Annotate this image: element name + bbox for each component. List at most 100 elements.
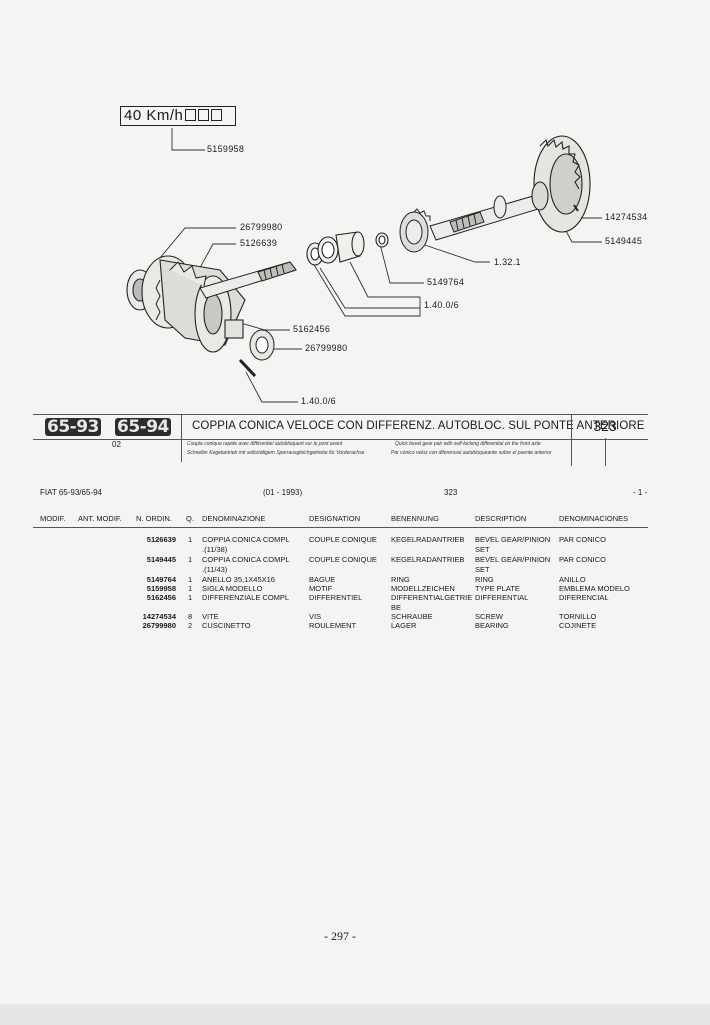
name-french: BAGUE [309, 575, 336, 584]
divider [571, 414, 572, 466]
box-icon [211, 109, 223, 121]
col-qty: Q. [186, 514, 194, 523]
differential-assembly [126, 255, 246, 353]
box-icon [185, 109, 197, 121]
leader-1-40-a2 [319, 267, 421, 309]
part-number: 5149445 [146, 555, 176, 564]
spacer-rings [306, 231, 389, 266]
callout-1-40-0-6: 1.40.0/6 [424, 300, 459, 310]
name-italian: COPPIA CONICA COMPL [202, 555, 290, 564]
speed-label-plate: 40 Km/h [120, 106, 236, 126]
leader-5126639 [195, 243, 236, 276]
bevel-pinion [399, 193, 549, 253]
part-number: 5126639 [146, 535, 176, 544]
callout-5149445: 5149445 [605, 236, 643, 246]
name-italian: VITE [202, 612, 219, 621]
part-number: 26799980 [142, 621, 176, 630]
name-spanish: DIFERENCIAL [559, 593, 609, 602]
col-denominaciones: DENOMINACIONES [559, 514, 629, 523]
col-denominazione: DENOMINAZIONE [202, 514, 266, 523]
group-number: 323 [593, 418, 617, 434]
name-english-cont: SET [475, 565, 490, 574]
quantity: 1 [188, 535, 193, 544]
name-spanish: TORNILLO [559, 612, 597, 621]
model-badge-65-93: 65-93 [45, 417, 101, 437]
name-italian-note: .(11/38) [202, 545, 228, 554]
callout-5149764: 5149764 [427, 277, 465, 287]
page-number: - 297 - [324, 929, 356, 943]
name-german-cont: BE [391, 603, 402, 612]
name-french: COUPLE CONIQUE [309, 555, 377, 564]
name-english: BEVEL GEAR/PINION [475, 555, 551, 564]
title-english: Quick bevel gear pair with self-locking … [395, 441, 541, 447]
name-spanish: EMBLEMA MODELO [559, 584, 630, 593]
leader-26799980-top [149, 227, 236, 271]
leader-1-40-a3 [309, 257, 421, 317]
group-header-band: 65-93 65-94 COPPIA CONICA VELOCE CON DIF… [33, 414, 648, 440]
name-german: DIFFERENTIALGETRIE [391, 593, 473, 602]
part-number: 5159958 [146, 584, 176, 593]
name-german: LAGER [391, 621, 417, 630]
name-italian: ANELLO 35,1X45X16 [202, 575, 275, 584]
quantity: 1 [188, 555, 193, 564]
name-german: MODELLZEICHEN [391, 584, 455, 593]
title-spanish: Par cónico veloz con diferencial autoblo… [391, 450, 552, 456]
name-italian: SIGLA MODELLO [202, 584, 263, 593]
name-spanish: PAR CONICO [559, 555, 606, 564]
name-french: ROULEMENT [309, 621, 357, 630]
name-italian: CUSCINETTO [202, 621, 251, 630]
col-benennung: BENENNUNG [391, 514, 439, 523]
title-german: Schneller Kegelantrieb mit selbstätigem … [187, 450, 365, 456]
leader-1-32-1 [409, 239, 490, 263]
divider [181, 414, 182, 462]
title-french: Couple conique rapide avec différentiel … [187, 441, 343, 447]
box-icon [198, 109, 210, 121]
date-ref: (01 - 1993) [263, 488, 303, 497]
callout-14274534: 14274534 [605, 212, 648, 222]
parts-table-header: MODIF. ANT. MODIF. N. ORDIN. Q. DENOMINA… [33, 510, 648, 528]
quantity: 1 [188, 593, 193, 602]
callout-5159958: 5159958 [207, 144, 245, 154]
callout-1-32-1: 1.32.1 [494, 257, 521, 267]
divider [605, 438, 606, 466]
col-description: DESCRIPTION [475, 514, 527, 523]
part-number: 5162456 [146, 593, 176, 602]
quantity: 8 [188, 612, 193, 621]
group-title: COPPIA CONICA VELOCE CON DIFFERENZ. AUTO… [192, 420, 645, 432]
callout-26799980: 26799980 [240, 222, 283, 232]
name-english: BEARING [475, 621, 509, 630]
model-badge-65-94: 65-94 [115, 417, 171, 437]
quantity: 2 [188, 621, 193, 630]
bearing-bottom [238, 329, 275, 378]
leader-5159958 [171, 128, 205, 151]
sub-code: 02 [112, 440, 121, 449]
callout-1-40-0-6: 1.40.0/6 [301, 396, 336, 406]
crown-gear [531, 135, 591, 233]
exploded-view-diagram: 40 Km/h [0, 0, 710, 410]
name-french: DIFFERENTIEL [309, 593, 363, 602]
sheet-ref: - 1 - [633, 488, 648, 497]
name-english: TYPE PLATE [475, 584, 520, 593]
name-english: BEVEL GEAR/PINION [475, 535, 551, 544]
callout-5126639: 5126639 [240, 238, 278, 248]
callout-5162456: 5162456 [293, 324, 331, 334]
name-german: KEGELRADANTRIEB [391, 535, 465, 544]
col-modif: MODIF. [40, 514, 66, 523]
diagram-artwork [126, 128, 602, 403]
name-german: KEGELRADANTRIEB [391, 555, 465, 564]
name-english: DIFFERENTIAL [475, 593, 529, 602]
group-ref: 323 [444, 488, 458, 497]
col-n-ordin: N. ORDIN. [136, 514, 172, 523]
model-ref: FIAT 65-93/65-94 [40, 488, 102, 497]
col-designation: DESIGNATION [309, 514, 361, 523]
name-spanish: COJINETE [559, 621, 597, 630]
name-french: COUPLE CONIQUE [309, 535, 377, 544]
name-italian: COPPIA CONICA COMPL [202, 535, 290, 544]
speed-label: 40 Km/h [124, 107, 184, 124]
quantity: 1 [188, 575, 193, 584]
name-spanish: PAR CONICO [559, 535, 606, 544]
leader-1-40-a1 [349, 261, 420, 298]
part-number: 5149764 [146, 575, 176, 584]
name-spanish: ANILLO [559, 575, 586, 584]
name-german: SCHRAUBE [391, 612, 433, 621]
